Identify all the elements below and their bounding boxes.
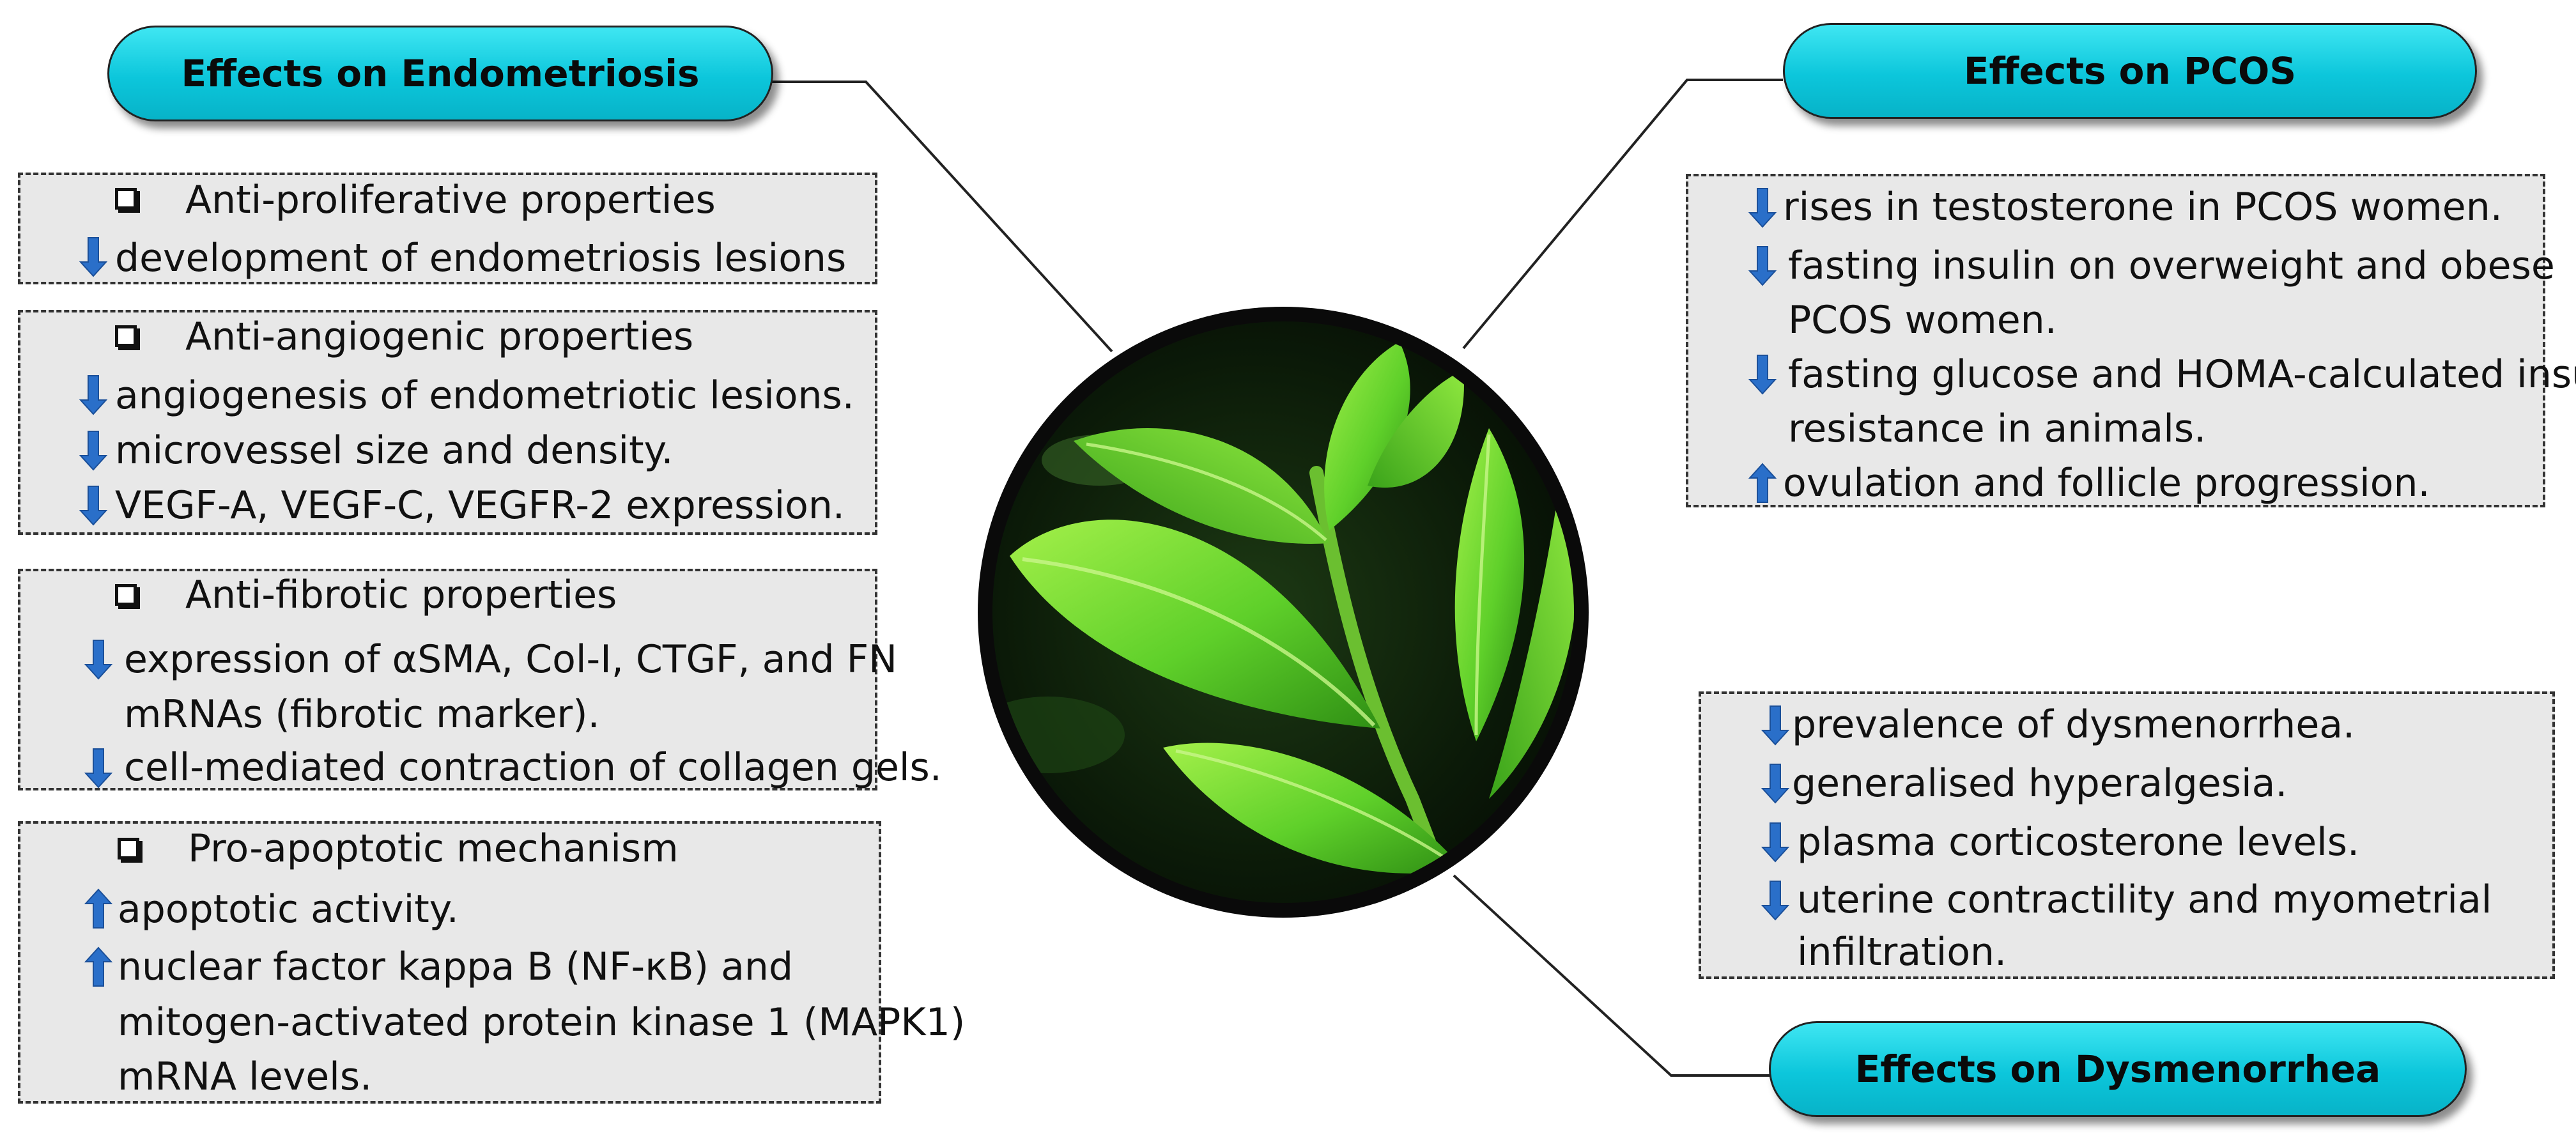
up-arrow-icon bbox=[84, 888, 112, 929]
list-item: apoptotic activity. bbox=[118, 887, 459, 932]
header-endometriosis-label: Effects on Endometriosis bbox=[181, 52, 700, 95]
box-heading: Anti-angiogenic properties bbox=[185, 314, 694, 359]
list-item: generalised hyperalgesia. bbox=[1792, 761, 2288, 806]
list-item: fasting insulin on overweight and obese bbox=[1788, 243, 2555, 288]
box-dysmenorrhea: prevalence of dysmenorrhea. generalised … bbox=[1699, 691, 2555, 979]
list-item: plasma corticosterone levels. bbox=[1797, 820, 2360, 865]
box-anti-angiogenic: Anti-angiogenic properties angiogenesis … bbox=[18, 310, 877, 535]
header-pcos: Effects on PCOS bbox=[1783, 23, 2477, 119]
list-item-continued: mRNA levels. bbox=[118, 1054, 373, 1099]
header-endometriosis: Effects on Endometriosis bbox=[107, 26, 773, 121]
list-item: ovulation and follicle progression. bbox=[1783, 461, 2430, 505]
connector-dysmenorrhea bbox=[1453, 874, 1777, 1077]
box-pcos: rises in testosterone in PCOS women. fas… bbox=[1686, 174, 2576, 507]
list-item-continued: PCOS women. bbox=[1788, 298, 2057, 343]
down-arrow-icon bbox=[1748, 355, 1777, 395]
list-item: rises in testosterone in PCOS women. bbox=[1783, 185, 2503, 229]
checkbox-icon bbox=[115, 188, 137, 210]
list-item: nuclear factor kappa B (NF-κB) and bbox=[118, 944, 794, 989]
list-item: cell-mediated contraction of collagen ge… bbox=[124, 745, 942, 790]
box-heading: Anti-proliferative properties bbox=[185, 178, 716, 222]
down-arrow-icon bbox=[1761, 705, 1789, 746]
list-item: development of endometriosis lesions bbox=[115, 236, 847, 281]
list-item: fasting glucose and HOMA-calculated insu… bbox=[1788, 352, 2576, 397]
down-arrow-icon bbox=[1748, 188, 1777, 228]
down-arrow-icon bbox=[1761, 822, 1789, 863]
list-item: expression of αSMA, Col-I, CTGF, and FN bbox=[124, 637, 898, 682]
up-arrow-icon bbox=[84, 946, 112, 987]
up-arrow-icon bbox=[1748, 463, 1777, 503]
list-item: VEGF-A, VEGF-C, VEGFR-2 expression. bbox=[115, 483, 845, 528]
down-arrow-icon bbox=[1748, 246, 1777, 286]
connector-pcos bbox=[1462, 79, 1783, 350]
list-item: angiogenesis of endometriotic lesions. bbox=[115, 373, 854, 418]
down-arrow-icon bbox=[84, 748, 112, 789]
down-arrow-icon bbox=[79, 375, 107, 415]
list-item-continued: infiltration. bbox=[1797, 930, 2007, 975]
connector-endometriosis bbox=[770, 81, 1113, 353]
down-arrow-icon bbox=[1761, 881, 1789, 921]
header-dysmenorrhea: Effects on Dysmenorrhea bbox=[1769, 1021, 2467, 1117]
checkbox-icon bbox=[118, 838, 139, 859]
header-pcos-label: Effects on PCOS bbox=[1963, 49, 2297, 93]
down-arrow-icon bbox=[84, 640, 112, 680]
box-heading: Anti-fibrotic properties bbox=[185, 573, 617, 617]
box-anti-fibrotic: Anti-fibrotic properties expression of α… bbox=[18, 569, 942, 790]
list-item: prevalence of dysmenorrhea. bbox=[1792, 702, 2356, 747]
header-dysmenorrhea-label: Effects on Dysmenorrhea bbox=[1855, 1047, 2381, 1091]
box-pro-apoptotic: Pro-apoptotic mechanism apoptotic activi… bbox=[18, 821, 965, 1104]
down-arrow-icon bbox=[79, 237, 107, 277]
box-heading: Pro-apoptotic mechanism bbox=[188, 826, 679, 871]
checkbox-icon bbox=[115, 584, 137, 606]
down-arrow-icon bbox=[1761, 764, 1789, 804]
list-item-continued: mitogen-activated protein kinase 1 (MAPK… bbox=[118, 1000, 966, 1045]
list-item: microvessel size and density. bbox=[115, 428, 674, 473]
checkbox-icon bbox=[115, 325, 137, 347]
box-anti-proliferative: Anti-proliferative properties developmen… bbox=[18, 173, 877, 284]
list-item-continued: resistance in animals. bbox=[1788, 406, 2207, 451]
down-arrow-icon bbox=[79, 486, 107, 526]
down-arrow-icon bbox=[79, 431, 107, 471]
list-item: uterine contractility and myometrial bbox=[1797, 877, 2492, 922]
list-item-continued: mRNAs (fibrotic marker). bbox=[124, 692, 600, 737]
